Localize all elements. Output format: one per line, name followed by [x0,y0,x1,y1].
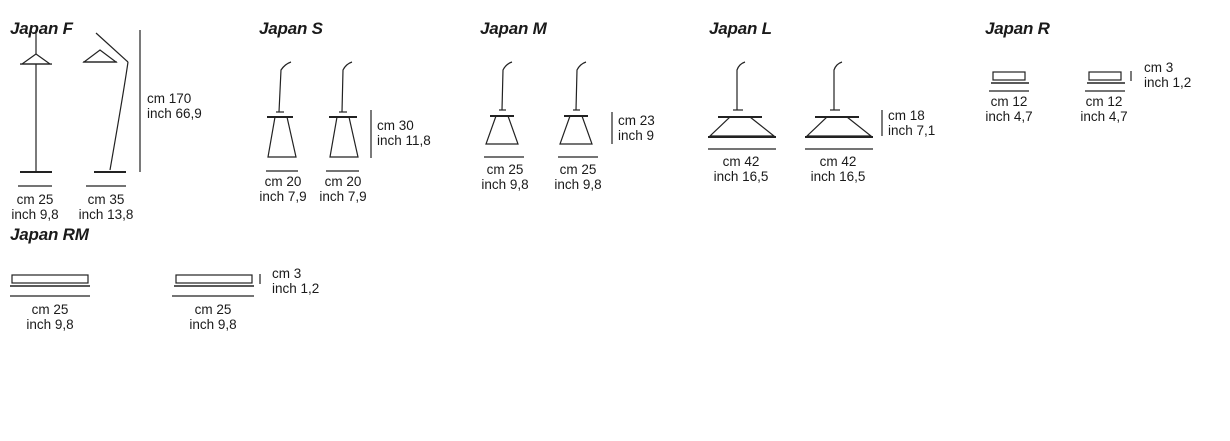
japan-f-bent-lamp [82,32,129,187]
japan-m-a-cm: cm 25 [486,162,524,177]
japan-m-h-inch: inch 9 [618,128,655,143]
japan-f-dim-h: cm 170 inch 66,9 [147,91,202,121]
japan-m-pendant-2 [558,61,598,158]
japan-rm-fixture-1 [10,274,90,297]
japan-rm-dim-b: cm 25 inch 9,8 [183,302,243,332]
japan-m-pendant-1 [484,61,524,158]
japan-f-dim-b: cm 35 inch 13,8 [75,192,137,222]
japan-s-h-inch: inch 11,8 [377,133,431,148]
japan-r-dim-h: cm 3 inch 1,2 [1144,60,1191,90]
japan-m-a-inch: inch 9,8 [481,177,529,192]
japan-m-dim-a: cm 25 inch 9,8 [476,162,534,192]
japan-rm-b-cm: cm 25 [194,302,232,317]
japan-m-dim-h: cm 23 inch 9 [618,113,655,143]
japan-f-h-cm: cm 170 [147,91,192,106]
japan-l-title: Japan L [709,19,772,38]
japan-s-b-cm: cm 20 [324,174,362,189]
japan-f-b-inch: inch 13,8 [78,207,134,222]
japan-s-title: Japan S [259,19,323,38]
japan-rm-a-cm: cm 25 [31,302,69,317]
japan-l-dim-a: cm 42 inch 16,5 [706,154,776,184]
japan-f-h-inch: inch 66,9 [147,106,202,121]
japan-s-h-cm: cm 30 [377,118,414,133]
japan-s-dim-a: cm 20 inch 7,9 [254,174,312,204]
japan-f-dim-a: cm 25 inch 9,8 [6,192,64,222]
japan-l-h-inch: inch 7,1 [888,123,936,138]
japan-rm-h-cm: cm 3 [272,266,302,281]
japan-r-fixture-2 [1085,71,1125,92]
japan-m-b-inch: inch 9,8 [554,177,602,192]
japan-s-a-cm: cm 20 [264,174,302,189]
japan-l-pendant-1 [708,61,776,150]
japan-f-a-cm: cm 25 [16,192,54,207]
japan-r-b-inch: inch 4,7 [1080,109,1128,124]
japan-rm-h-inch: inch 1,2 [272,281,320,296]
japan-r-dim-a: cm 12 inch 4,7 [981,94,1037,124]
japan-l-h-cm: cm 18 [888,108,925,123]
japan-l-b-inch: inch 16,5 [810,169,866,184]
japan-r-title: Japan R [985,19,1050,38]
japan-f-a-inch: inch 9,8 [11,207,59,222]
japan-l-dim-b: cm 42 inch 16,5 [803,154,873,184]
japan-rm-title: Japan RM [10,225,89,244]
japan-r-b-cm: cm 12 [1085,94,1123,109]
japan-rm-b-inch: inch 9,8 [189,317,237,332]
japan-rm-dim-a: cm 25 inch 9,8 [20,302,80,332]
japan-m-title: Japan M [480,19,547,38]
japan-s-b-inch: inch 7,9 [319,189,367,204]
japan-f-b-cm: cm 35 [87,192,125,207]
japan-r-h-cm: cm 3 [1144,60,1174,75]
japan-m-b-cm: cm 25 [559,162,597,177]
japan-l-b-cm: cm 42 [819,154,857,169]
japan-s-pendant-2 [326,61,359,172]
japan-l-a-inch: inch 16,5 [713,169,769,184]
japan-rm-a-inch: inch 9,8 [26,317,74,332]
japan-s-dim-h: cm 30 inch 11,8 [377,118,431,148]
japan-s-a-inch: inch 7,9 [259,189,307,204]
japan-rm-dim-h: cm 3 inch 1,2 [272,266,319,296]
japan-l-a-cm: cm 42 [722,154,760,169]
japan-f-straight-lamp [18,30,52,187]
japan-s-pendant-1 [266,61,298,172]
japan-r-a-cm: cm 12 [990,94,1028,109]
japan-m-dim-b: cm 25 inch 9,8 [549,162,607,192]
japan-r-fixture-1 [989,71,1029,92]
japan-r-h-inch: inch 1,2 [1144,75,1192,90]
japan-f-title: Japan F [10,19,73,38]
japan-r-dim-b: cm 12 inch 4,7 [1076,94,1132,124]
japan-rm-fixture-2 [172,274,254,297]
japan-l-pendant-2 [805,61,873,150]
japan-s-dim-b: cm 20 inch 7,9 [314,174,372,204]
japan-r-a-inch: inch 4,7 [985,109,1033,124]
japan-l-dim-h: cm 18 inch 7,1 [888,108,935,138]
japan-m-h-cm: cm 23 [618,113,655,128]
